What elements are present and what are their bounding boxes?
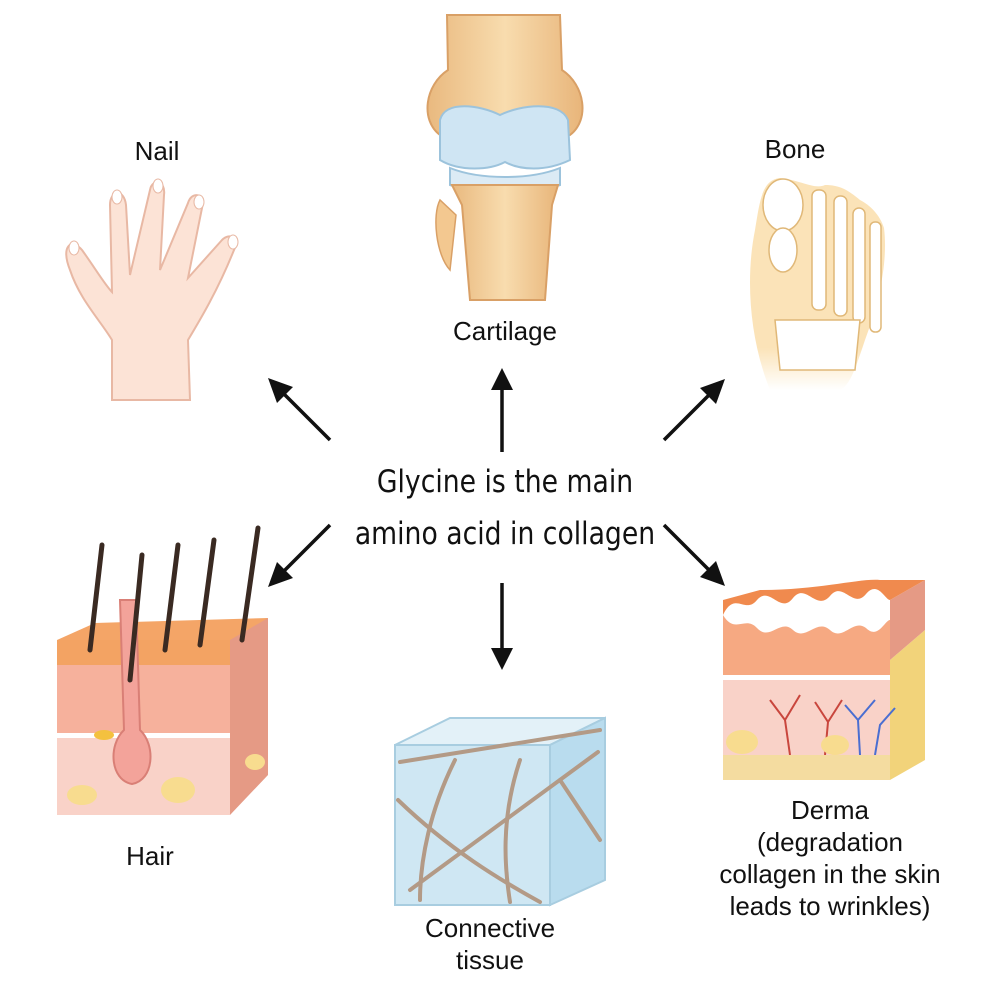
arrow-to-nail: [275, 385, 332, 442]
tissue-cube-icon: [394, 716, 606, 907]
label-nail: Nail: [134, 136, 180, 166]
arrow-to-bone-head: [700, 379, 725, 404]
center-caption: Glycine is the main amino acid in collag…: [333, 456, 677, 560]
arrow-to-derma: [662, 523, 718, 579]
label-derma: Derma (degradation collagen in the skin …: [690, 794, 970, 922]
arrow-to-cartilage-head: [491, 368, 513, 390]
skin-layer-icon: [723, 579, 925, 780]
knee-joint-icon: [426, 14, 584, 301]
hair-follicle-icon: [57, 525, 268, 815]
arrow-to-hair-head: [268, 562, 293, 587]
arrow-to-nail-head: [268, 378, 293, 403]
center-caption-line2: amino acid in collagen: [354, 516, 656, 552]
arrow-to-derma-head: [700, 561, 725, 586]
label-cartilage: Cartilage: [452, 316, 558, 346]
label-connective-line1: Connective: [424, 913, 556, 943]
center-caption-line1: Glycine is the main: [376, 464, 634, 500]
label-bone: Bone: [764, 134, 826, 164]
label-derma-line2: (degradation: [757, 827, 903, 857]
arrow-to-connective-head: [491, 648, 513, 670]
arrows: [268, 368, 725, 670]
label-connective-line2: tissue: [456, 945, 524, 975]
label-hair: Hair: [126, 841, 174, 871]
hand-icon: [65, 178, 239, 401]
label-derma-line4: leads to wrinkles): [729, 891, 931, 921]
foot-bone-icon: [750, 178, 886, 390]
label-derma-line3: collagen in the skin: [719, 859, 941, 889]
label-connective-tissue: Connective tissue: [400, 912, 580, 976]
arrow-to-bone: [662, 386, 718, 442]
label-derma-line1: Derma: [790, 795, 869, 825]
arrow-to-hair: [275, 523, 332, 580]
